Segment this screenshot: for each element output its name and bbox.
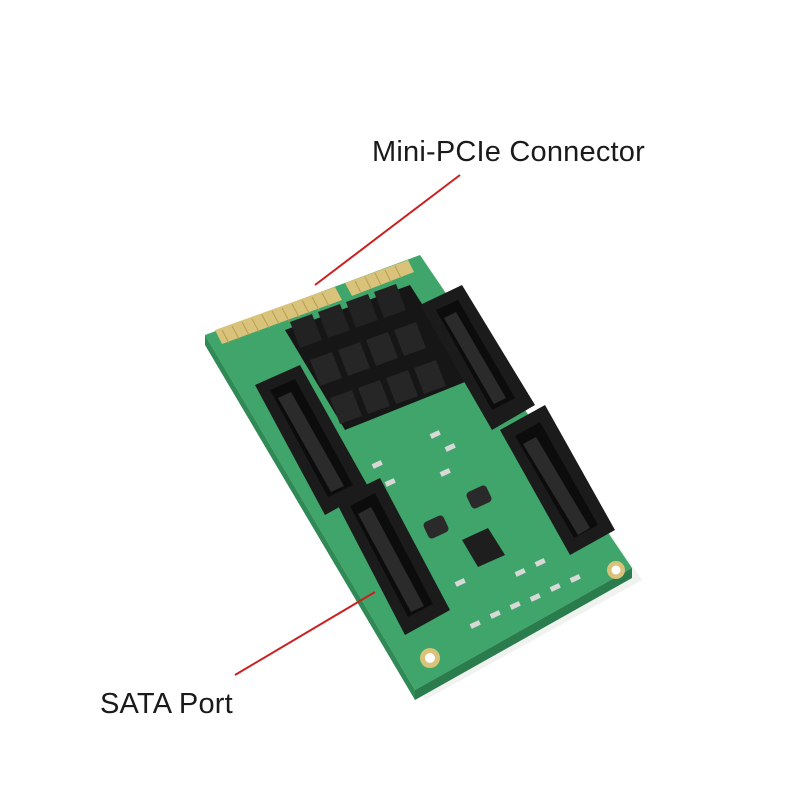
connector-leader-line	[314, 174, 461, 286]
controller-chip	[462, 528, 505, 567]
mounting-hole-inner	[611, 565, 621, 575]
pcb-edge-right	[415, 568, 632, 700]
inductor	[423, 515, 449, 539]
pcb-edge	[205, 335, 415, 700]
contact-pins	[221, 265, 402, 344]
sata-port-left	[255, 365, 370, 515]
mounting-hole-inner	[425, 653, 435, 663]
sata-port-right	[500, 405, 615, 555]
port-leader-line	[234, 591, 376, 676]
port-label: SATA Port	[100, 688, 233, 720]
heatsink	[285, 284, 470, 430]
smd-components	[371, 430, 581, 629]
connector-label: Mini-PCIe Connector	[372, 136, 645, 168]
pcie-gold-contacts	[215, 287, 342, 344]
inductor	[466, 485, 492, 509]
sata-port-top-right	[420, 285, 535, 430]
sata-port-bottom	[335, 478, 450, 635]
